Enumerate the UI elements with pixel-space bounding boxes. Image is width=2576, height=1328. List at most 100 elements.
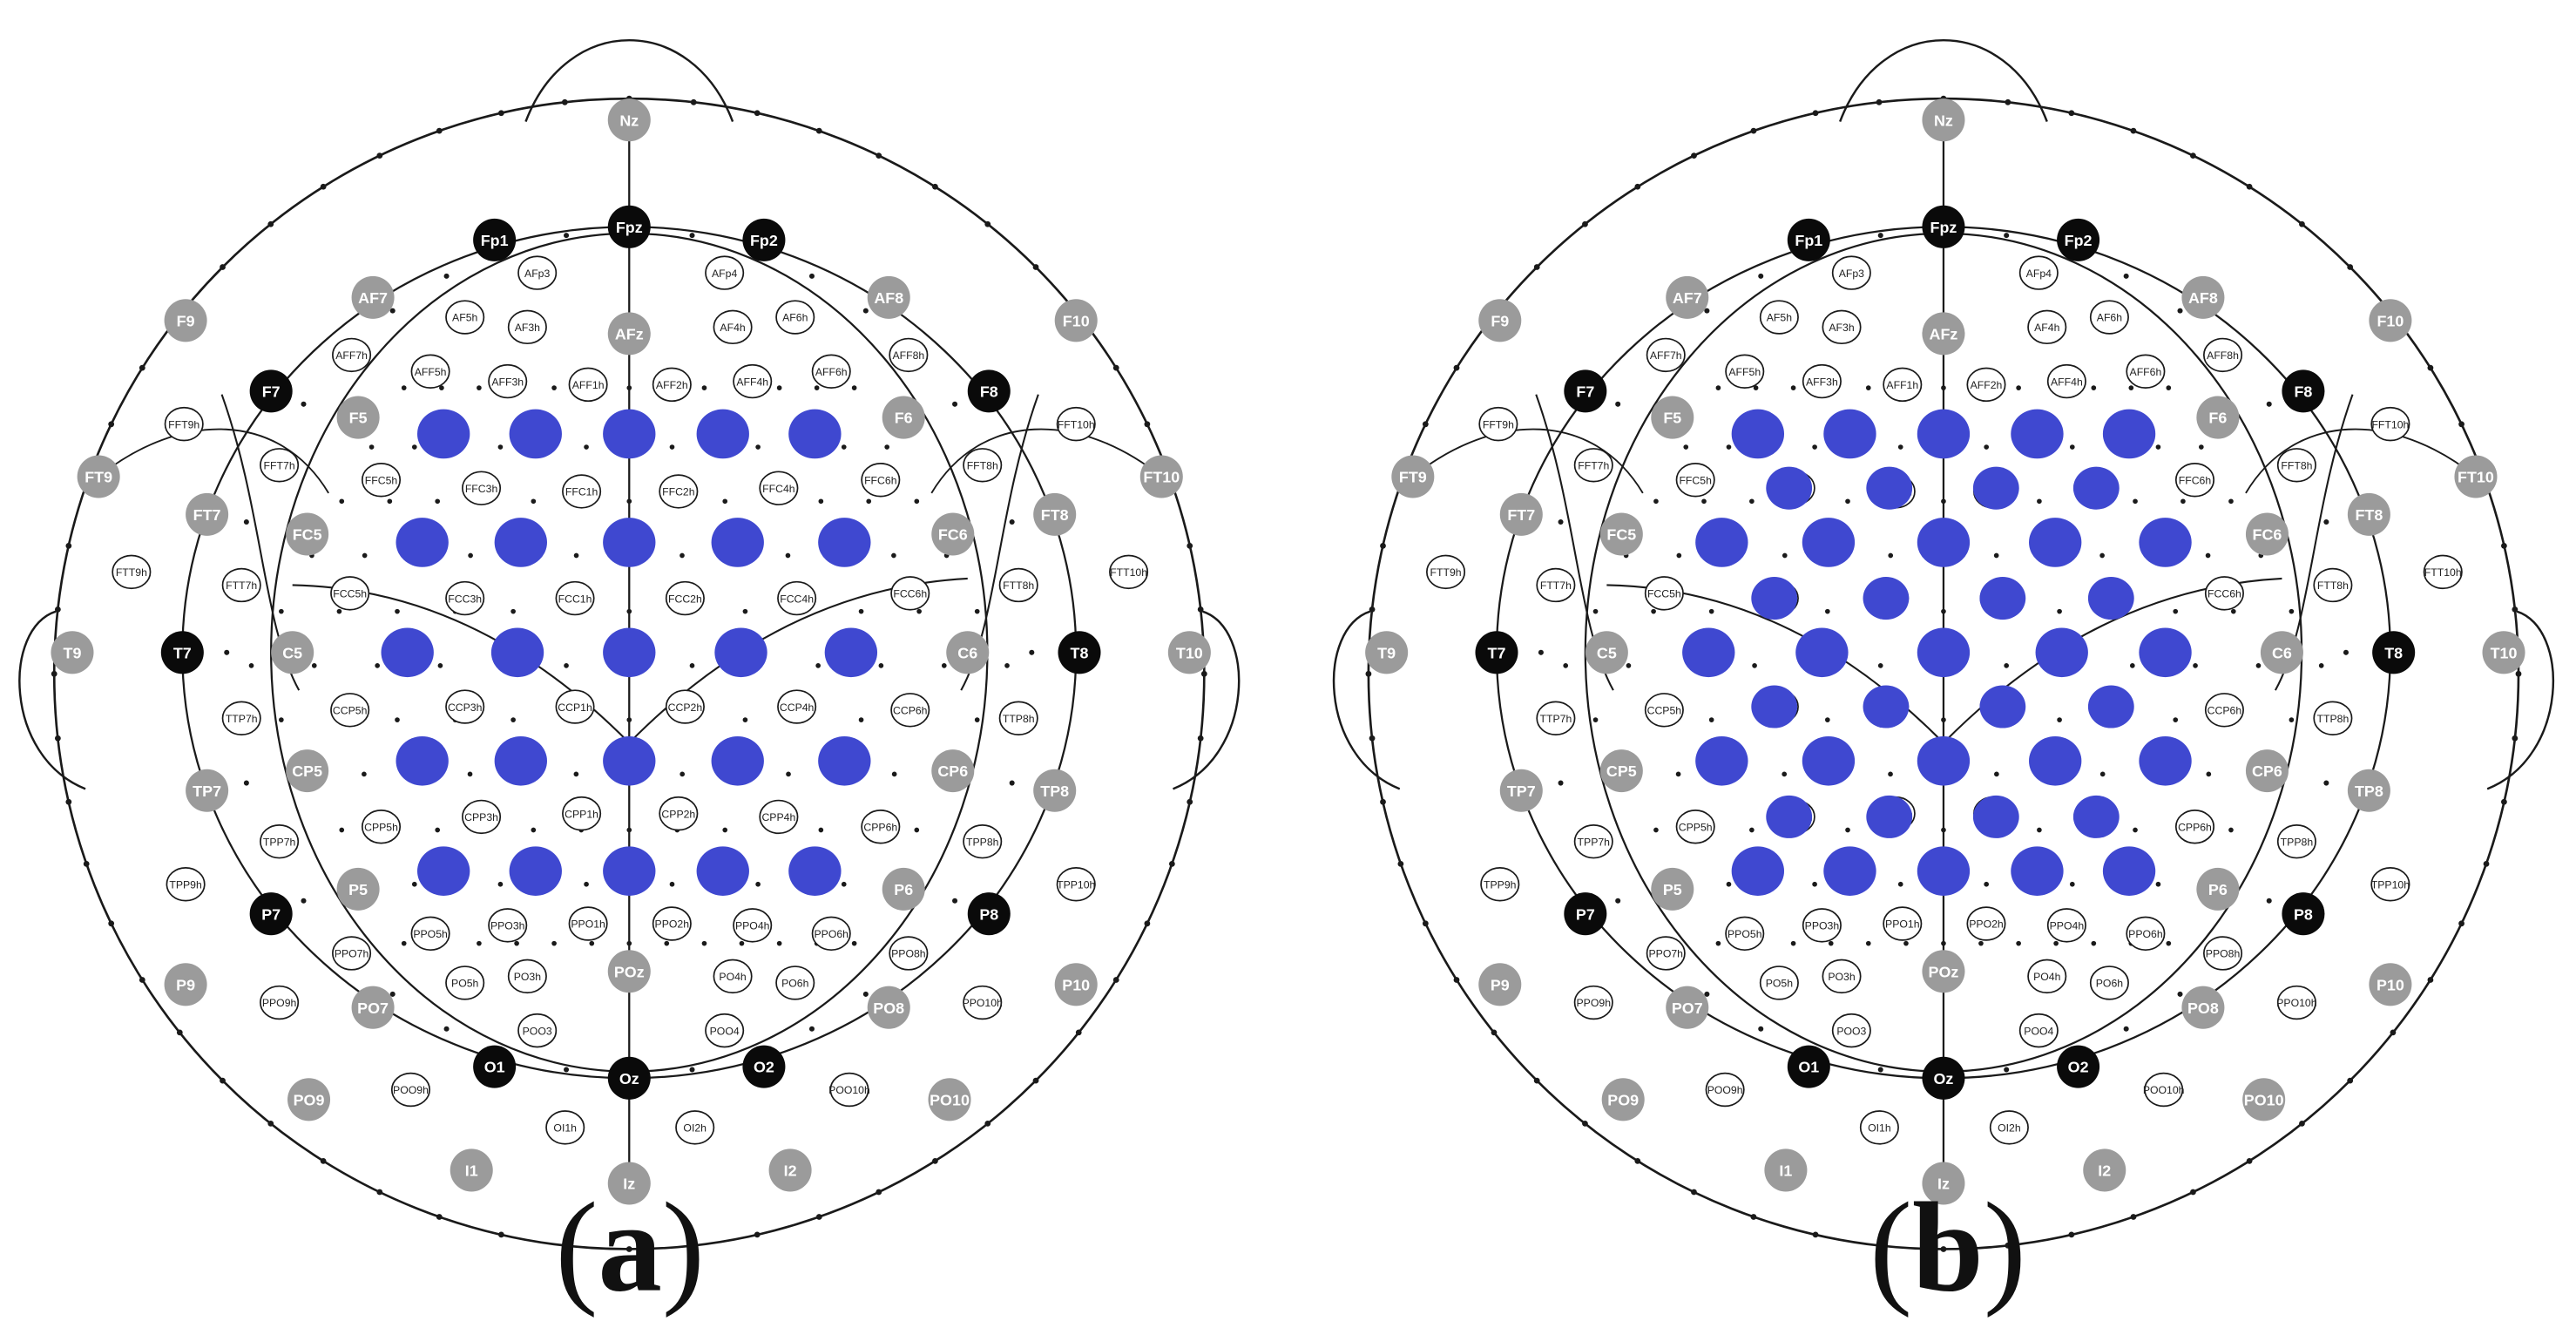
electrode-small-circle [963,985,1003,1020]
electrode-gray-circle [931,749,975,793]
electrode-ttp7h: TTP7h [221,701,261,735]
mid-dot [1558,780,1564,786]
electrode-small-circle [675,1110,715,1145]
grid-dot [514,940,519,946]
electrode-fpz: Fpz [1922,205,1965,248]
grid-dot [1726,881,1732,887]
electrode-gray-label: FC6 [2253,526,2282,544]
electrode-poo10h: POO10h [828,1072,870,1108]
electrode-small-circle [759,799,799,835]
electrode-gray-circle [2482,631,2525,674]
grid-dot [866,498,872,505]
outer-dot [1032,264,1039,270]
highlighted-electrode [490,627,544,678]
electrode-gray-circle [1922,950,1965,993]
grid-dot [339,827,345,833]
electrode-gray-circle [946,631,990,674]
highlighted-electrode [1751,577,1798,620]
electrode-aff2h: AFF2h [1966,367,2006,403]
electrode-gray-circle [928,1078,971,1121]
electrode-ppo5h: PPO5h [1725,916,1765,952]
grid-dot [1888,552,1894,559]
electrode-black-circle [1787,218,1830,261]
grid-dot [742,717,748,722]
grid-dot [395,717,400,722]
grid-dot [510,717,516,722]
highlighted-electrode [1917,518,1971,567]
highlighted-electrode [494,735,547,786]
electrode-small-circle [1056,406,1096,442]
outer-dot [54,606,61,613]
panel-label-b-letter: b [1912,1176,1984,1318]
mid-dot [443,1026,450,1032]
electrode-small-label: PPO4h [2050,920,2085,932]
mid-dot [224,649,230,655]
electrode-small-circle [998,701,1038,735]
electrode-small-circle [332,337,372,373]
electrode-small-circle [705,255,745,290]
mid-dot [689,1067,695,1073]
electrode-gray-circle [450,1148,493,1192]
electrode-small-label: PPO10h [2276,997,2316,1009]
mid-dot [2343,649,2349,655]
outer-dot [320,1157,327,1164]
grid-dot [818,827,824,833]
electrode-gray-label: C6 [957,644,977,661]
electrode-black-circle [2282,892,2325,936]
electrode-t8: T8 [1058,631,1101,674]
highlighted-electrode [1766,466,1813,510]
electrode-small-circle [705,1013,745,1048]
electrode-gray-circle [1922,1162,1965,1205]
electrode-small-circle [568,367,608,403]
electrode-small-label: CCP6h [893,705,928,717]
electrode-fft8h: FFT8h [963,448,1003,483]
outer-dot [2458,920,2464,927]
electrode-small-circle [963,448,1003,483]
outer-dot [1582,220,1588,227]
outer-dot [2005,98,2011,105]
mid-dot [2323,519,2329,525]
electrode-fc6: FC6 [931,512,975,556]
electrode-small-circle [1759,300,1799,335]
highlighted-electrode [1682,627,1735,678]
highlighted-electrode [1695,735,1748,786]
electrode-small-circle [1536,567,1576,603]
mid-dot [1615,401,1621,407]
grid-dot [336,608,342,614]
electrode-black-label: T7 [1488,644,1506,661]
mid-dot [1615,898,1621,904]
electrode-gray-circle [867,275,910,319]
electrode-ffc6h: FFC6h [2174,463,2215,498]
mid-dot [1538,649,1544,655]
outer-dot [2068,110,2075,117]
electrode-small-label: OI2h [683,1122,707,1135]
electrode-small-circle [652,906,692,941]
grid-dot [916,608,922,614]
grid-dot [891,552,896,559]
grid-dot [1683,444,1689,450]
electrode-small-circle [112,554,152,590]
grid-dot [497,881,504,887]
electrode-small-label: FCC6h [2208,588,2241,600]
grid-dot [1790,385,1796,390]
electrode-small-circle [861,463,901,498]
electrode-small-label: AFF2h [1971,379,2003,391]
electrode-gray-circle [336,396,380,439]
outer-dot [754,1231,761,1238]
electrode-small-label: AFF5h [1728,366,1761,378]
electrode-gray-circle [607,98,651,142]
electrode-gray-circle [351,275,395,319]
electrode-afz: AFz [1922,312,1965,356]
electrode-small-circle [1802,908,1842,943]
electrode-ppo4h: PPO4h [2046,908,2086,943]
electrode-gray-circle [351,986,395,1029]
electrode-t9: T9 [1365,631,1409,674]
electrode-aff6h: AFF6h [811,354,851,389]
electrode-small-circle [2018,255,2059,290]
electrode-black-circle [607,205,651,248]
grid-dot [1941,940,1946,946]
grid-dot [411,881,417,887]
grid-dot [248,663,254,668]
mid-dot [2177,308,2183,314]
